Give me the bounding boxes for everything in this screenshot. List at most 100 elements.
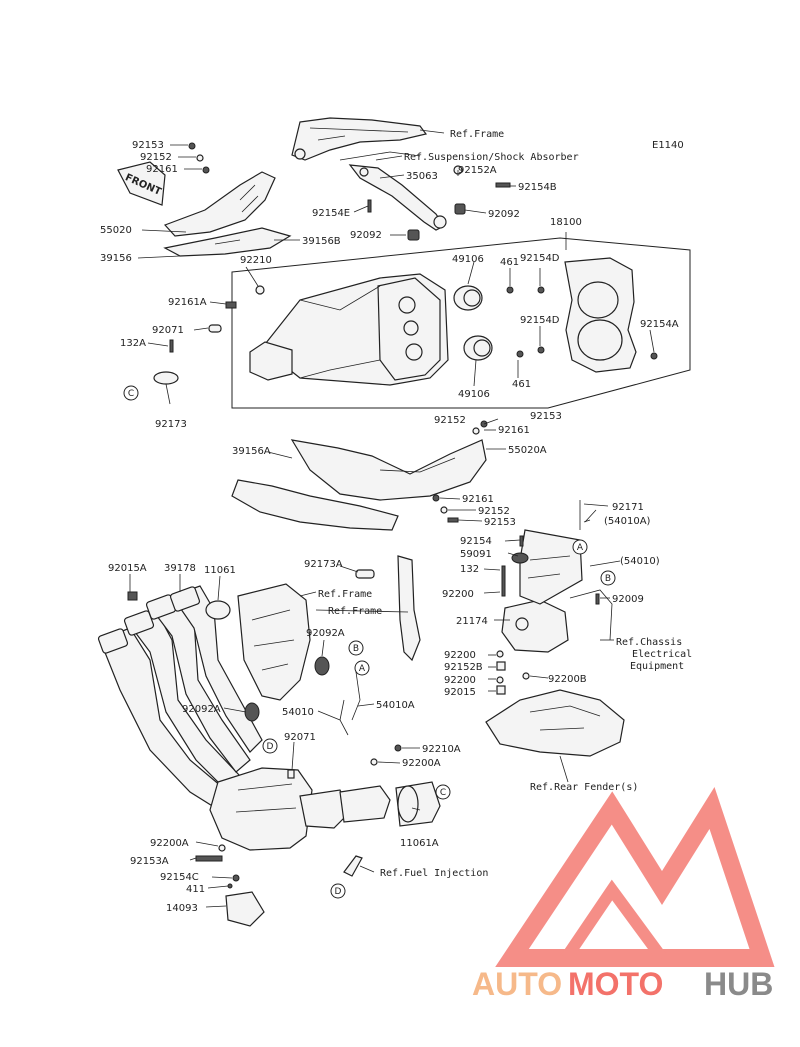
svg-text:B: B xyxy=(605,574,611,584)
bolt-92154D-a xyxy=(537,286,545,294)
callout-C-upper: C xyxy=(123,385,139,401)
label-92154A: 92154A xyxy=(640,319,679,330)
ref-chassis-line2: Electrical xyxy=(632,649,692,660)
label-92161-mid: 92161 xyxy=(498,425,530,436)
bolt-92154 xyxy=(519,535,524,547)
collar-92092A-upper xyxy=(314,656,330,676)
o2-sensor xyxy=(343,855,363,877)
label-39156A: 39156A xyxy=(232,446,271,457)
bolt-92154D-b xyxy=(537,346,545,354)
bolt-92153-top xyxy=(188,142,196,150)
label-92154B: 92154B xyxy=(518,182,557,193)
svg-text:A: A xyxy=(577,543,584,553)
frame-bracket-mid-drawing xyxy=(237,555,421,701)
washer-92200A xyxy=(370,758,378,766)
label-132A: 132A xyxy=(120,338,146,349)
cover-55020A-drawing xyxy=(290,439,487,501)
watermark-text: AUTO MOTO HUB xyxy=(472,966,773,1002)
label-92152A: 92152A xyxy=(458,165,497,176)
collar-92210A xyxy=(394,744,402,752)
cable-54010 xyxy=(339,699,349,736)
label-55020A: 55020A xyxy=(508,445,547,456)
label-92210A: 92210A xyxy=(422,744,461,755)
ref-frame-top: Ref.Frame xyxy=(450,129,504,140)
label-11061: 11061 xyxy=(204,565,236,576)
label-54010-paren: (54010) xyxy=(620,556,660,567)
bolt-132 xyxy=(501,565,506,597)
bolt-92154C xyxy=(232,874,240,882)
bolt-92154B xyxy=(495,182,511,188)
label-92092-b: 92092 xyxy=(350,230,382,241)
label-92153: 92153 xyxy=(132,140,164,151)
damper-92015 xyxy=(496,685,506,695)
label-92154E: 92154E xyxy=(312,208,350,219)
washer-92200A-lower xyxy=(218,844,226,852)
muffler-18100-drawing xyxy=(249,273,449,386)
frame-bracket-drawing xyxy=(291,117,428,161)
label-92161A: 92161A xyxy=(168,297,207,308)
leader-lines xyxy=(129,129,655,908)
label-92161-lower: 92161 xyxy=(462,494,494,505)
label-92015A: 92015A xyxy=(108,563,147,574)
label-92009: 92009 xyxy=(612,594,644,605)
label-92154D-b: 92154D xyxy=(520,315,560,326)
bolt-92153-lower xyxy=(447,517,459,523)
label-59091: 59091 xyxy=(460,549,492,560)
callout-D-upper: D xyxy=(262,738,278,754)
part-labels: 92153 92152 92161 55020 39156B 39156 350… xyxy=(100,140,679,914)
callout-D-lower: D xyxy=(330,883,346,899)
svg-text:A: A xyxy=(359,664,366,674)
label-461: 461 xyxy=(500,257,519,268)
grommet-92161-lower xyxy=(432,494,440,502)
washer-92152-mid xyxy=(472,427,480,435)
washer-92200-b xyxy=(496,676,504,684)
washer-92200B xyxy=(522,672,530,680)
washer-92200-a xyxy=(496,650,504,658)
watermark-hub: HUB xyxy=(704,966,773,1002)
label-92210: 92210 xyxy=(240,255,272,266)
insulator-39156A-drawing xyxy=(231,479,399,531)
label-92152-mid: 92152 xyxy=(434,415,466,426)
label-92015: 92015 xyxy=(444,687,476,698)
label-92173A: 92173A xyxy=(304,559,343,570)
damper-92161A xyxy=(225,301,237,309)
label-92153A: 92153A xyxy=(130,856,169,867)
label-92200B: 92200B xyxy=(548,674,587,685)
label-92153-lower: 92153 xyxy=(484,517,516,528)
screw-461-b xyxy=(516,350,524,358)
label-92154: 92154 xyxy=(460,536,492,547)
label-92200-b: 92200 xyxy=(444,650,476,661)
callout-B-right: B xyxy=(600,570,616,586)
muffler-assembly-box xyxy=(231,237,691,409)
label-35063: 35063 xyxy=(406,171,438,182)
grommet-92161-top xyxy=(202,166,210,174)
bolt-132A xyxy=(169,339,174,353)
svg-text:B: B xyxy=(353,644,359,654)
clamp-92173 xyxy=(153,371,179,385)
collar-92152B xyxy=(496,661,506,671)
label-39156: 39156 xyxy=(100,253,132,264)
clamp-92173A xyxy=(355,569,375,579)
watermark-logo xyxy=(495,787,775,967)
label-92200A: 92200A xyxy=(402,758,441,769)
bolt-92153A xyxy=(195,855,223,862)
heat-shield-cover-drawing xyxy=(564,257,637,373)
bolt-92009 xyxy=(595,593,600,605)
ref-rear-fender: Ref.Rear Fender(s) xyxy=(530,782,638,793)
collar-92092-mid xyxy=(407,229,420,241)
label-18100: 18100 xyxy=(550,217,582,228)
label-92154C: 92154C xyxy=(160,872,199,883)
label-55020: 55020 xyxy=(100,225,132,236)
cover-55020-drawing xyxy=(163,171,292,257)
label-92154D: 92154D xyxy=(520,253,560,264)
end-cap-pipes-49106 xyxy=(453,285,493,361)
collar-92092A-lower xyxy=(244,702,260,722)
label-54010A-paren: (54010A) xyxy=(604,516,651,527)
svg-text:C: C xyxy=(440,788,446,798)
watermark-moto: MOTO xyxy=(568,966,663,1002)
label-21174: 21174 xyxy=(456,616,488,627)
diagram-code: E1140 xyxy=(652,140,684,151)
washer-92152-lower xyxy=(440,506,448,514)
label-54010A: 54010A xyxy=(376,700,415,711)
svg-text:D: D xyxy=(267,742,274,752)
